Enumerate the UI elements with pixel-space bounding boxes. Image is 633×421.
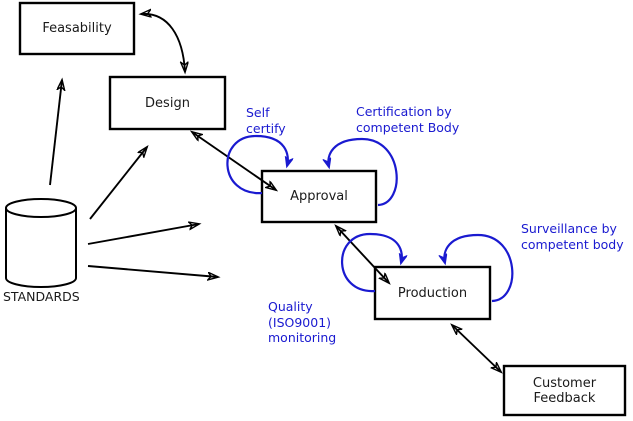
node-approval-shape[interactable] bbox=[260, 169, 378, 224]
edge-design-to-feasability[interactable] bbox=[141, 14, 185, 72]
edge-standards-to-design[interactable] bbox=[89, 147, 147, 220]
edge-customer-feedback-to-production[interactable] bbox=[452, 325, 501, 372]
node-standards-label: STANDARDS bbox=[3, 289, 80, 304]
loop-self-certify[interactable] bbox=[226, 134, 287, 195]
annotation-certification-by-competent-body: Certification by competent Body bbox=[356, 104, 460, 135]
node-customer-feedback-shape[interactable] bbox=[502, 364, 627, 417]
node-feasability-shape[interactable] bbox=[18, 1, 136, 56]
node-production-shape[interactable] bbox=[373, 265, 492, 321]
edge-standards-to-feasability[interactable] bbox=[49, 80, 62, 186]
node-standards-shape[interactable] bbox=[5, 198, 77, 288]
annotation-quality-iso9001-monitoring: Quality (ISO9001) monitoring bbox=[268, 299, 337, 345]
annotation-surveillance-by-competent-body: Surveillance by competent body bbox=[521, 221, 624, 252]
edge-production-to-approval[interactable] bbox=[336, 226, 389, 283]
edge-standards-to-production[interactable] bbox=[87, 265, 218, 277]
loop-quality-monitoring[interactable] bbox=[341, 232, 402, 293]
loop-certification-by-competent-body[interactable] bbox=[328, 137, 398, 207]
node-shapes bbox=[18, 1, 627, 417]
loops-blue bbox=[226, 134, 514, 303]
edges-black bbox=[49, 14, 501, 372]
annotation-self-certify: Self certify bbox=[246, 105, 286, 136]
loop-surveillance-by-competent-body[interactable] bbox=[444, 233, 514, 303]
node-design-shape[interactable] bbox=[108, 75, 227, 131]
edge-standards-to-approval[interactable] bbox=[87, 224, 199, 245]
edge-design-to-approval[interactable] bbox=[192, 132, 276, 190]
